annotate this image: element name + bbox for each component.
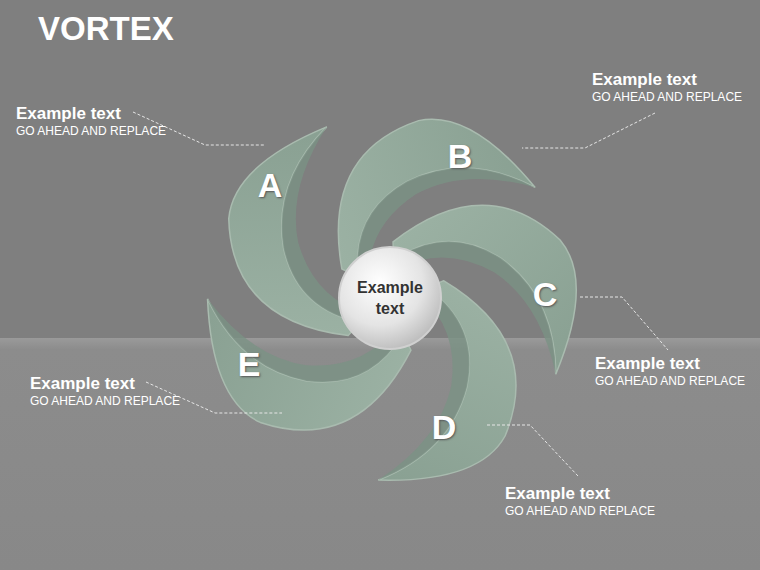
center-circle: Example text (337, 245, 443, 351)
callout-subtext: GO AHEAD AND REPLACE (595, 374, 745, 388)
callout-heading: Example text (30, 374, 135, 394)
blade-letter: D (432, 408, 457, 447)
blade-letter: E (238, 345, 261, 384)
callout-heading: Example text (505, 484, 610, 504)
blade-letter: C (533, 275, 558, 314)
circle-outline (337, 245, 443, 351)
callout-subtext: GO AHEAD AND REPLACE (30, 394, 180, 408)
callout-subtext: GO AHEAD AND REPLACE (505, 504, 655, 518)
blade-node: D (432, 408, 457, 447)
title: VORTEX (38, 10, 174, 48)
blade-node: E (238, 345, 261, 384)
blade-node: C (533, 275, 558, 314)
callout-subtext: GO AHEAD AND REPLACE (16, 124, 166, 138)
callout-heading: Example text (592, 70, 697, 90)
blade-node: A (258, 166, 283, 205)
callout-heading: Example text (595, 354, 700, 374)
blade-letter: B (448, 137, 473, 176)
blade-node: B (448, 137, 473, 176)
center-text: Example text (350, 277, 430, 319)
blade-letter: A (258, 166, 283, 205)
callout-subtext: GO AHEAD AND REPLACE (592, 90, 742, 104)
callout-heading: Example text (16, 104, 121, 124)
